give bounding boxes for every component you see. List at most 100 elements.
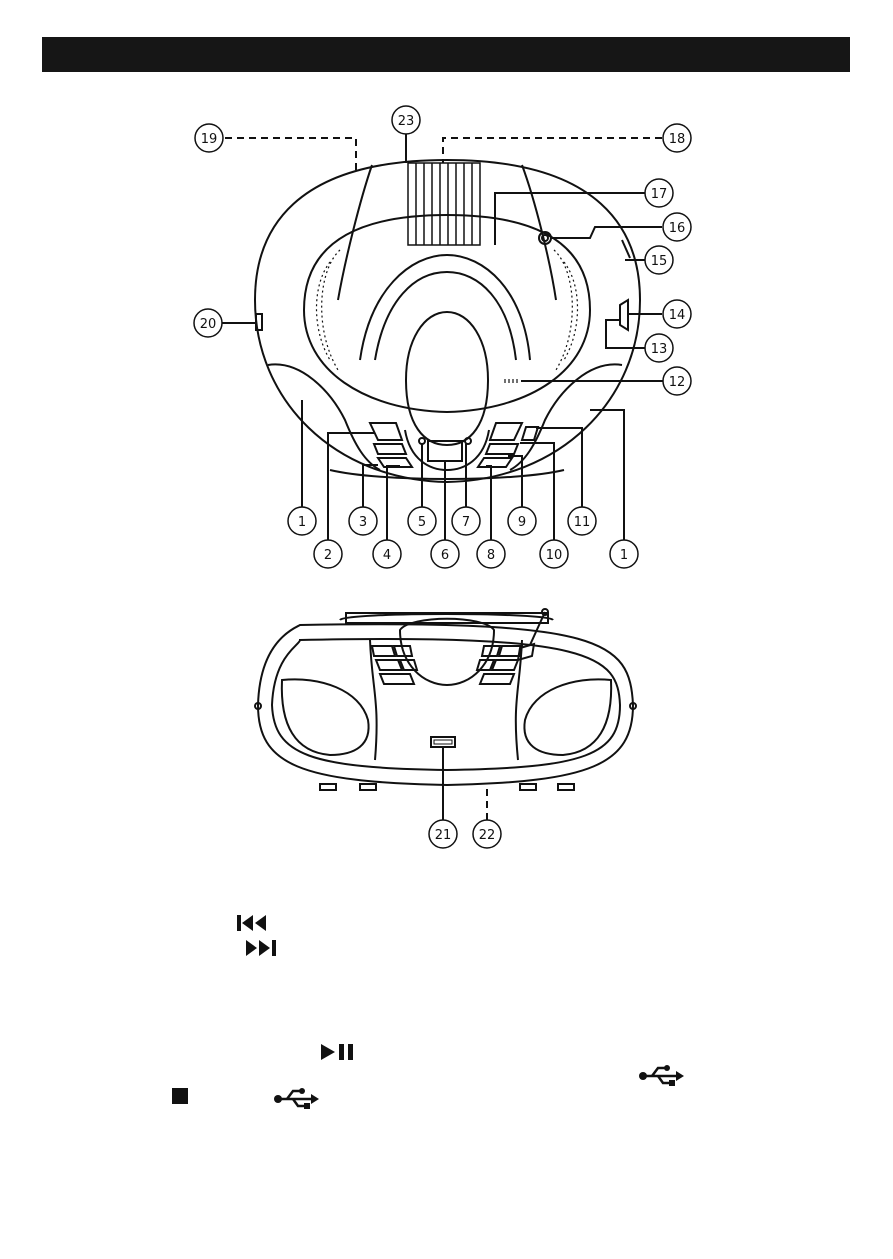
front-top-strip	[345, 612, 549, 624]
leader-lines	[222, 134, 664, 820]
button-left-1[interactable]	[368, 422, 404, 441]
button-left-3[interactable]	[376, 457, 414, 468]
callout-label: 7	[462, 515, 470, 530]
handle-right	[521, 164, 557, 301]
left-speaker-wing	[267, 363, 381, 471]
callout-6: 6	[430, 539, 460, 569]
left-grille-2	[316, 261, 331, 361]
callout-label: 14	[669, 308, 686, 323]
callout-label: 16	[669, 221, 686, 236]
button-right-4[interactable]	[520, 426, 540, 441]
callout-label: 4	[383, 548, 391, 563]
callout-circle	[507, 506, 537, 536]
callout-label: 1	[620, 548, 628, 563]
callout-20: 20	[193, 308, 223, 338]
front-center-panel	[369, 639, 523, 761]
front-btn-r3[interactable]	[478, 673, 516, 685]
side-knob-left	[255, 313, 263, 331]
leader-17	[494, 192, 646, 245]
foot-3	[519, 783, 537, 791]
front-btn-r1[interactable]	[497, 645, 524, 657]
button-right-3[interactable]	[476, 457, 514, 468]
center-arch-inner	[374, 270, 517, 361]
stop-icon	[172, 1088, 188, 1104]
leader-4	[386, 465, 400, 540]
callout-23: 23	[391, 105, 421, 135]
front-btn-r5[interactable]	[475, 659, 496, 671]
callout-circle	[662, 366, 692, 396]
leader-19	[225, 137, 357, 170]
leader-10	[520, 442, 555, 540]
callout-22: 22	[472, 819, 502, 849]
callout-circle	[428, 819, 458, 849]
front-btn-r2[interactable]	[490, 659, 520, 671]
leader-8	[486, 465, 492, 540]
speaker-holes	[504, 379, 518, 383]
callout-circle	[609, 539, 639, 569]
callout-label: 17	[651, 187, 668, 202]
cd-lid-outline	[302, 213, 592, 414]
center-arch	[359, 253, 531, 361]
leader-11	[536, 427, 583, 508]
top-bottom-edge	[329, 469, 565, 480]
front-side-knob-right	[629, 702, 637, 710]
callout-circle	[407, 506, 437, 536]
button-left-2[interactable]	[372, 443, 408, 455]
front-view	[254, 608, 637, 791]
callout-label: 5	[418, 515, 426, 530]
callout-circle	[287, 506, 317, 536]
front-btn-l4[interactable]	[392, 645, 414, 657]
leader-18	[442, 137, 662, 163]
callout-circle	[348, 506, 378, 536]
top-view	[253, 158, 642, 484]
callout-19: 19	[194, 123, 224, 153]
callout-circle	[539, 539, 569, 569]
callout-circle	[193, 308, 223, 338]
foot-1	[319, 783, 337, 791]
callout-4: 4	[372, 539, 402, 569]
callout-label: 18	[669, 132, 686, 147]
front-btn-l2[interactable]	[374, 659, 404, 671]
callout-label: 13	[651, 342, 668, 357]
leader-2	[327, 432, 375, 540]
usb-port[interactable]	[430, 736, 456, 748]
callout-circle	[430, 539, 460, 569]
callout-label: 2	[324, 548, 332, 563]
callout-label: 20	[200, 317, 217, 332]
front-btn-l3[interactable]	[378, 673, 416, 685]
callout-10: 10	[539, 539, 569, 569]
callout-15: 15	[644, 245, 674, 275]
callout-label: 15	[651, 254, 668, 269]
callout-circle	[644, 333, 674, 363]
front-side-knob-left	[254, 702, 262, 710]
callout-1: 1	[609, 539, 639, 569]
callout-label: 10	[546, 548, 563, 563]
button-right-2[interactable]	[484, 443, 520, 455]
front-btn-l1[interactable]	[370, 645, 397, 657]
lid-button-inner	[541, 234, 549, 242]
cd-window-oval	[404, 310, 490, 447]
callout-circle	[451, 506, 481, 536]
side-switch-right	[621, 239, 631, 259]
front-btn-r4[interactable]	[480, 645, 502, 657]
right-grille-2	[563, 261, 578, 361]
callout-circle	[372, 539, 402, 569]
leader-3	[362, 464, 378, 510]
usb-icon	[274, 1088, 319, 1109]
usb-port-inner	[433, 739, 453, 745]
leader-1-right	[590, 409, 625, 548]
front-antenna-tip	[541, 608, 549, 616]
callout-circle	[391, 105, 421, 135]
callout-circle	[644, 178, 674, 208]
front-btn-l5[interactable]	[398, 659, 419, 671]
handle-left	[337, 164, 373, 301]
header-bar	[42, 37, 850, 72]
button-right-1[interactable]	[488, 422, 524, 441]
leader-9	[508, 455, 523, 508]
callout-circle	[476, 539, 506, 569]
callout-label: 11	[574, 515, 591, 530]
callout-label: 3	[359, 515, 367, 530]
callout-circle	[313, 539, 343, 569]
front-btn-r6[interactable]	[516, 642, 536, 662]
